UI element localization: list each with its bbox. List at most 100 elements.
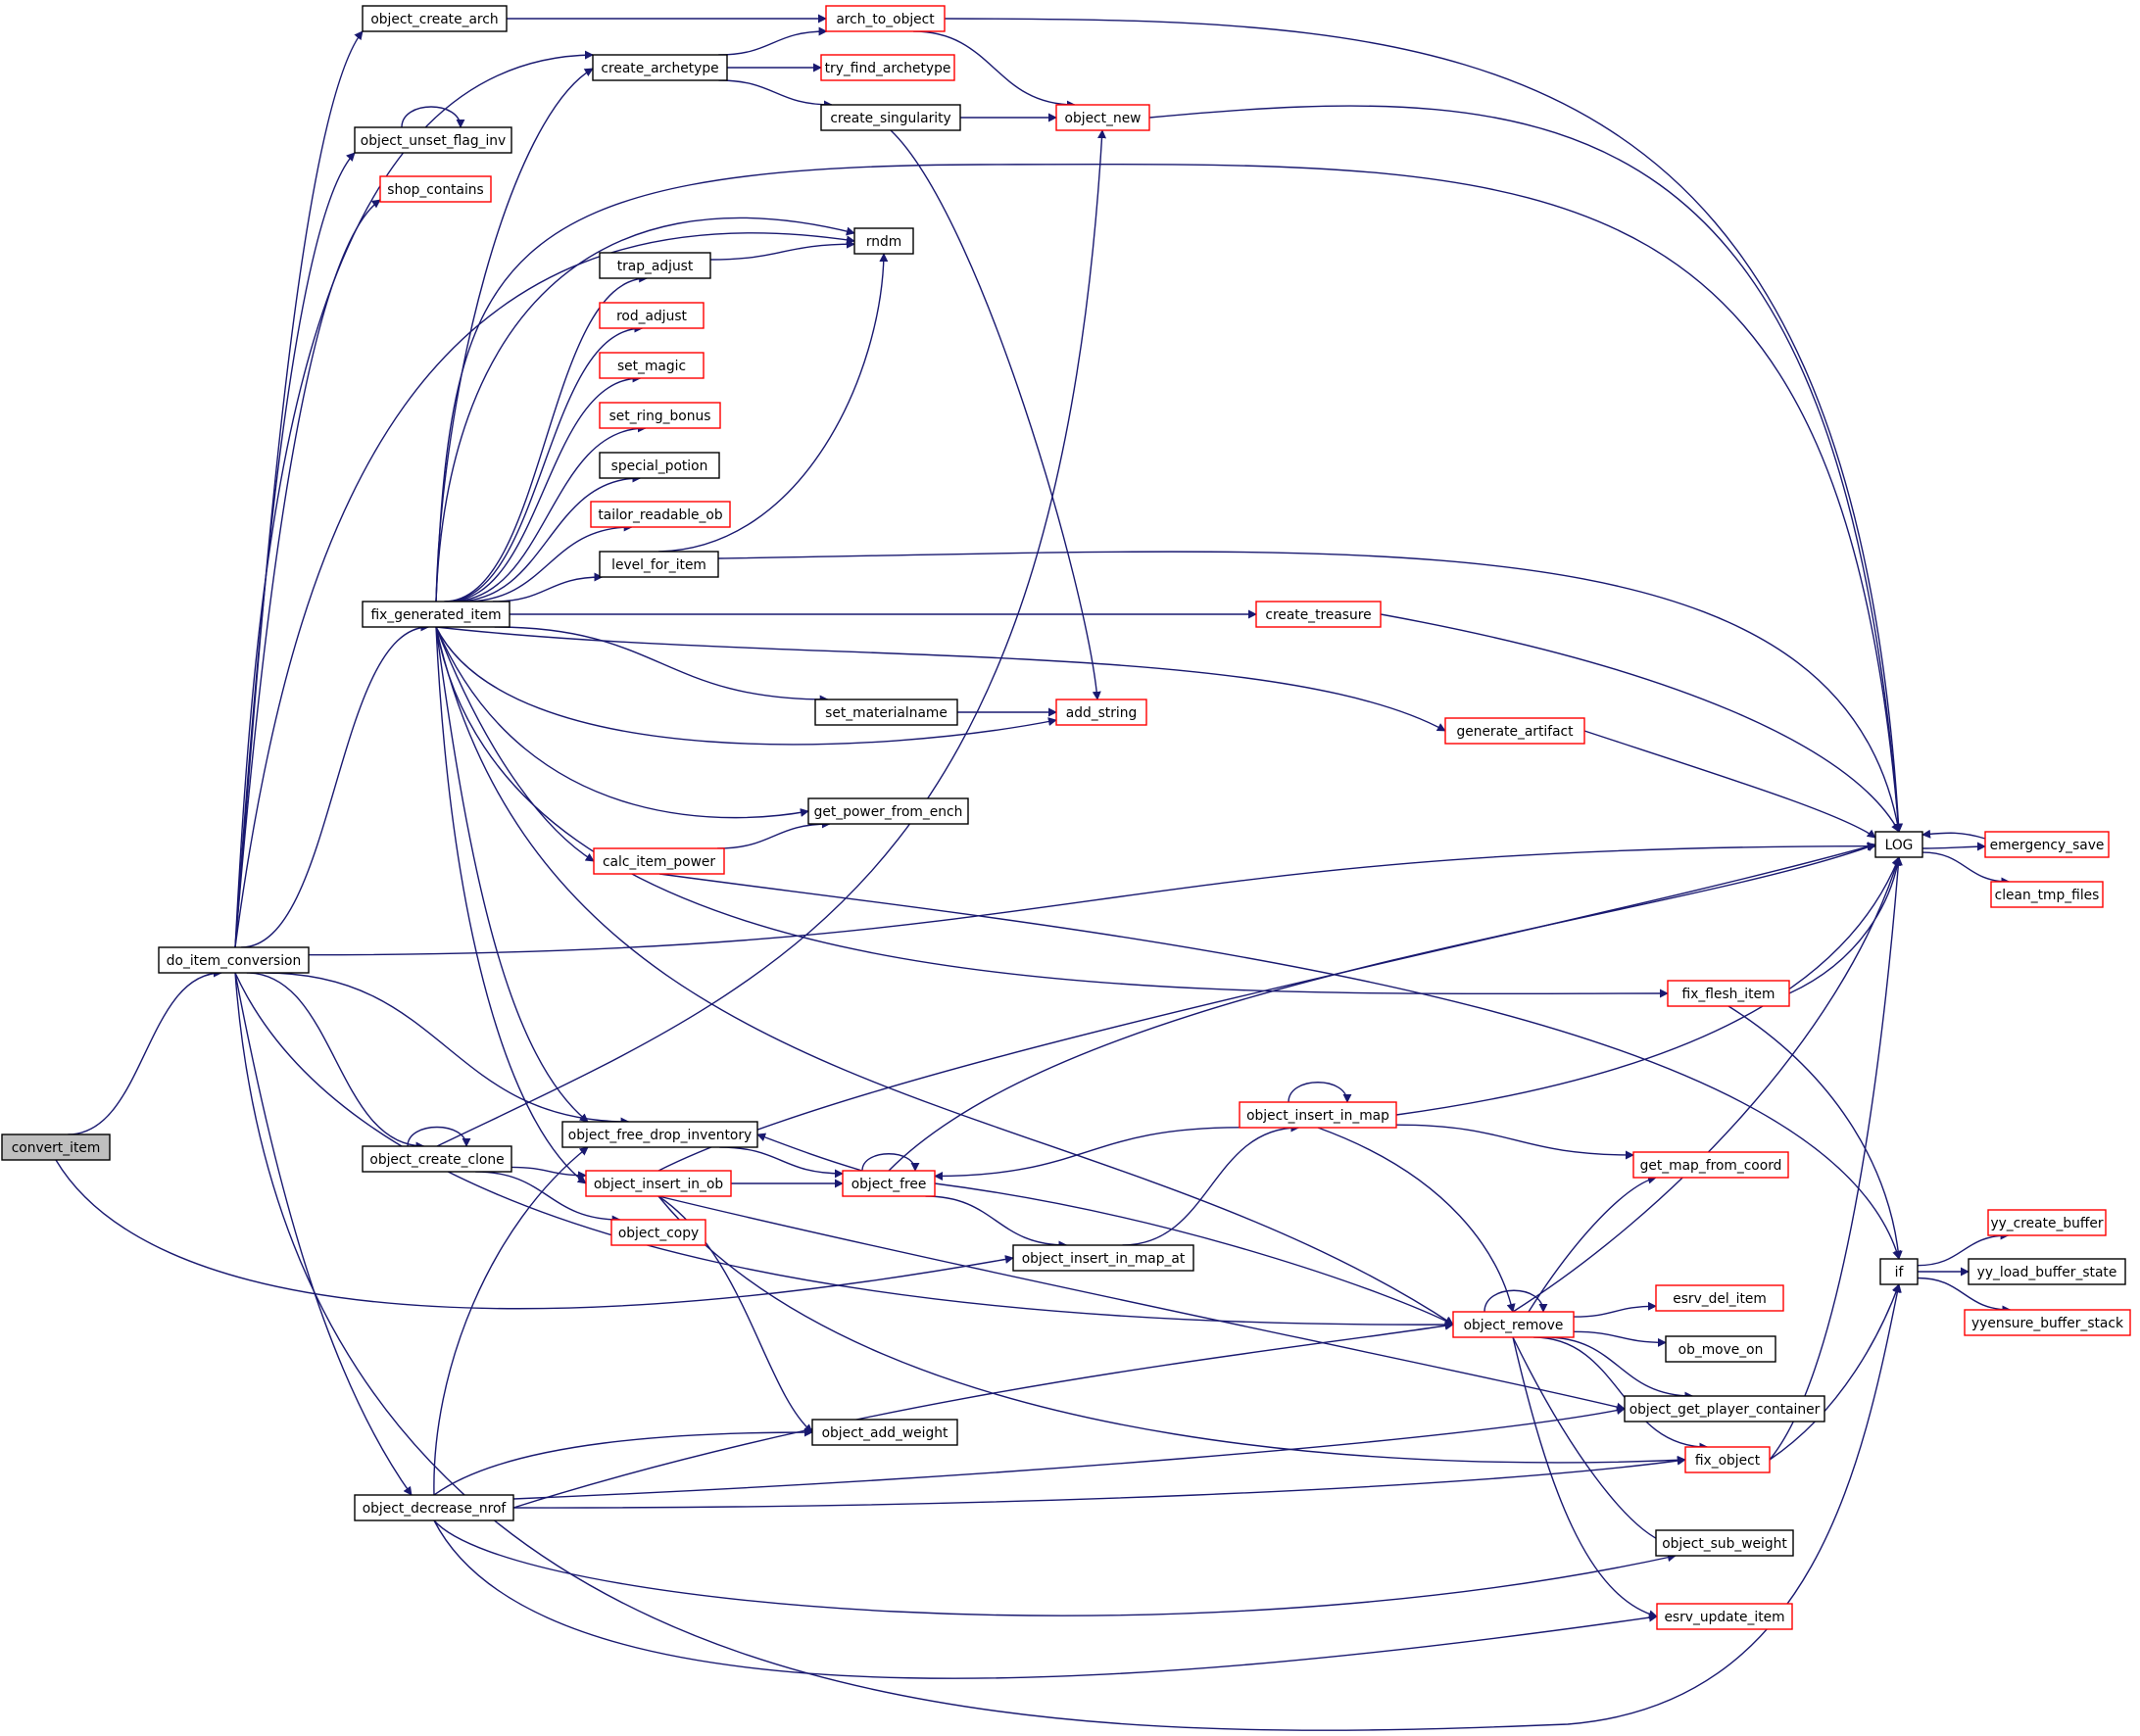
node-fix-generated-item[interactable]: fix_generated_item — [362, 601, 511, 628]
node-shop-contains[interactable]: shop_contains — [379, 175, 492, 203]
node-box — [354, 126, 512, 154]
node-object-insert-in-map[interactable]: object_insert_in_map — [1239, 1101, 1397, 1129]
node-object-unset-flag-inv[interactable]: object_unset_flag_inv — [354, 126, 512, 154]
node-arch-to-object[interactable]: arch_to_object — [825, 5, 946, 32]
edge-line — [718, 79, 833, 110]
node-if[interactable]: if — [1879, 1258, 1919, 1285]
node-do-item-conversion[interactable]: do_item_conversion — [158, 946, 310, 974]
node-object-copy[interactable]: object_copy — [610, 1219, 706, 1246]
node-fix-object[interactable]: fix_object — [1684, 1446, 1771, 1473]
node-box — [1684, 1446, 1771, 1473]
node-emergency-save[interactable]: emergency_save — [1984, 831, 2110, 858]
node-label: set_ring_bonus — [609, 409, 711, 424]
node-create-singularity[interactable]: create_singularity — [820, 104, 961, 131]
node-convert-item[interactable]: convert_item — [1, 1133, 111, 1161]
node-level-for-item[interactable]: level_for_item — [599, 551, 719, 578]
edge-line — [1148, 105, 1903, 833]
node-object-free[interactable]: object_free — [842, 1170, 936, 1197]
edge-line — [512, 1321, 1454, 1509]
edge-line — [718, 26, 828, 56]
node-yyensure-buffer-stack[interactable]: yyensure_buffer_stack — [1964, 1309, 2131, 1336]
node-calc-item-power[interactable]: calc_item_power — [593, 847, 725, 875]
edge-line — [1512, 856, 1901, 1313]
node-set-magic[interactable]: set_magic — [599, 352, 705, 379]
node-label: generate_artifact — [1456, 724, 1574, 740]
node-label: tailor_readable_ob — [598, 507, 722, 523]
node-tailor-readable-ob[interactable]: tailor_readable_ob — [590, 501, 731, 528]
edge-line — [1533, 1336, 1709, 1452]
edge-object_remove-to-ob_move_on — [1573, 1330, 1667, 1347]
node-label: object_create_arch — [370, 12, 498, 27]
edge-line — [913, 30, 1076, 110]
node-esrv-update-item[interactable]: esrv_update_item — [1656, 1603, 1793, 1630]
node-set-materialname[interactable]: set_materialname — [814, 699, 958, 726]
edge-line — [433, 1146, 589, 1496]
node-yy-load-buffer-state[interactable]: yy_load_buffer_state — [1968, 1258, 2126, 1285]
edge-object_remove-to-object_sub_weight — [1512, 1336, 1667, 1545]
node-get-power-from-ench[interactable]: get_power_from_ench — [807, 797, 969, 825]
node-object-decrease-nrof[interactable]: object_decrease_nrof — [354, 1494, 514, 1521]
node-create-archetype[interactable]: create_archetype — [592, 54, 728, 81]
edge-object_free_drop_inventory-to-object_free — [719, 1146, 844, 1179]
node-rod-adjust[interactable]: rod_adjust — [599, 302, 705, 329]
node-clean-tmp-files[interactable]: clean_tmp_files — [1990, 881, 2104, 908]
node-esrv-del-item[interactable]: esrv_del_item — [1655, 1284, 1784, 1312]
node-fix-flesh-item[interactable]: fix_flesh_item — [1667, 980, 1790, 1007]
node-set-ring-bonus[interactable]: set_ring_bonus — [599, 402, 721, 429]
edge-line — [717, 819, 831, 849]
node-label: fix_flesh_item — [1682, 987, 1775, 1002]
edge-line — [1483, 1289, 1548, 1313]
edge-line — [433, 1519, 1658, 1679]
edge-trap_adjust-to-rndm — [709, 239, 855, 261]
node-object-insert-in-ob[interactable]: object_insert_in_ob — [585, 1170, 732, 1197]
node-try-find-archetype[interactable]: try_find_archetype — [820, 54, 955, 81]
edge-line — [1921, 851, 2011, 887]
edge-create_singularity-to-add_string — [890, 129, 1101, 700]
node-label: object_remove — [1464, 1318, 1564, 1333]
node-label: get_map_from_coord — [1640, 1158, 1782, 1174]
node-object-new[interactable]: object_new — [1055, 104, 1150, 131]
node-label: object_decrease_nrof — [363, 1501, 508, 1517]
node-create-treasure[interactable]: create_treasure — [1255, 601, 1382, 628]
edge-line — [436, 129, 1107, 1147]
node-label: object_insert_in_map — [1246, 1108, 1389, 1124]
node-box — [599, 302, 705, 329]
node-trap-adjust[interactable]: trap_adjust — [599, 252, 711, 279]
edge-line — [925, 1195, 1068, 1250]
node-LOG[interactable]: LOG — [1874, 831, 1923, 858]
node-box — [1667, 980, 1790, 1007]
edge-line — [709, 239, 855, 261]
node-label: object_new — [1065, 111, 1142, 126]
node-object-create-arch[interactable]: object_create_arch — [362, 5, 508, 32]
node-box — [354, 1494, 514, 1521]
edge-create_treasure-to-LOG — [1380, 613, 1900, 833]
node-object-get-player-container[interactable]: object_get_player_container — [1624, 1395, 1825, 1423]
node-object-sub-weight[interactable]: object_sub_weight — [1655, 1529, 1794, 1557]
node-object-create-clone[interactable]: object_create_clone — [362, 1145, 512, 1173]
edge-object_free-to-object_free_drop_inventory — [756, 1133, 863, 1172]
node-add-string[interactable]: add_string — [1055, 699, 1147, 726]
node-object-add-weight[interactable]: object_add_weight — [811, 1419, 958, 1446]
edge-line — [1317, 1127, 1516, 1313]
node-yy-create-buffer[interactable]: yy_create_buffer — [1987, 1209, 2107, 1236]
node-special-potion[interactable]: special_potion — [599, 452, 720, 479]
edge-line — [241, 622, 430, 948]
node-box — [811, 1419, 958, 1446]
edge-level_for_item-to-rndm — [657, 253, 889, 553]
node-rndm[interactable]: rndm — [853, 227, 914, 255]
node-generate-artifact[interactable]: generate_artifact — [1444, 717, 1585, 745]
node-ob-move-on[interactable]: ob_move_on — [1665, 1335, 1776, 1363]
node-get-map-from-coord[interactable]: get_map_from_coord — [1632, 1151, 1789, 1179]
edge-line — [435, 626, 809, 819]
node-box — [158, 946, 310, 974]
node-label: object_free_drop_inventory — [568, 1128, 752, 1143]
node-object-insert-in-map-at[interactable]: object_insert_in_map_at — [1012, 1244, 1194, 1272]
node-box — [1984, 831, 2110, 858]
edge-do_item_conversion-to-object_decrease_nrof — [234, 972, 413, 1496]
node-box — [1239, 1101, 1397, 1129]
node-object-remove[interactable]: object_remove — [1452, 1311, 1575, 1338]
node-object-free-drop-inventory[interactable]: object_free_drop_inventory — [561, 1121, 758, 1148]
node-label: object_create_clone — [369, 1152, 504, 1168]
node-box — [1012, 1244, 1194, 1272]
edge-line — [1395, 1124, 1634, 1160]
